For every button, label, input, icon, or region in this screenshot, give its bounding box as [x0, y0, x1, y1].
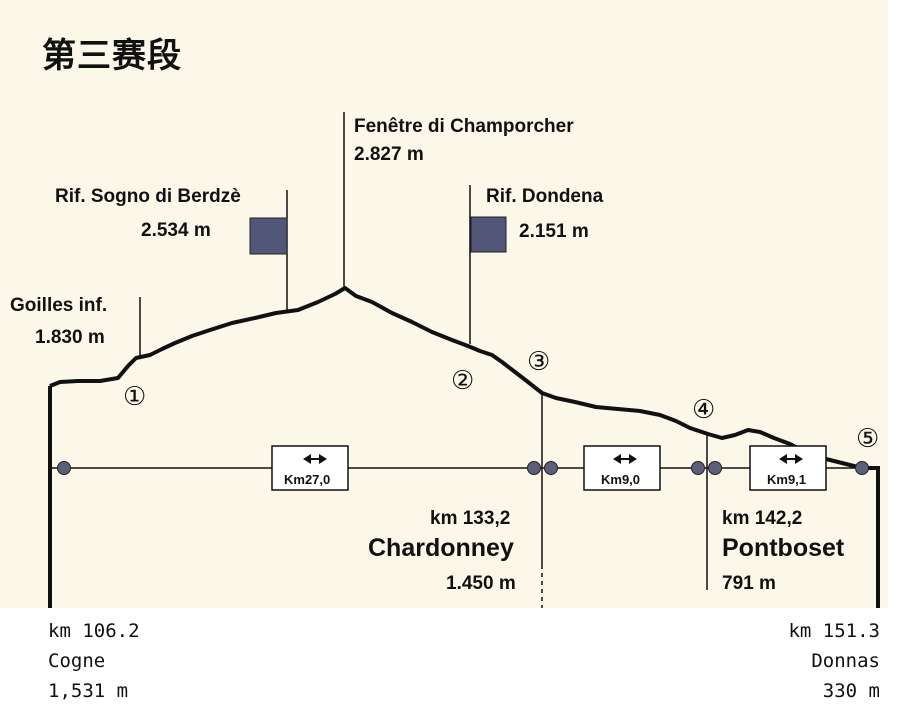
dondena-name: Rif. Dondena: [486, 186, 604, 207]
segment-distance-2: Km9,0: [601, 472, 640, 487]
left-arrow-icon: [303, 454, 311, 464]
checkpoint-4: ④: [692, 395, 715, 425]
left-arrow-icon: [613, 454, 621, 464]
checkpoint-2: ②: [451, 366, 474, 396]
node-start: [57, 461, 71, 475]
right-arrow-icon: [795, 454, 803, 464]
pontboset-name: Pontboset: [722, 534, 845, 562]
node-chardonney-a: [527, 461, 541, 475]
checkpoint-3: ③: [527, 347, 550, 377]
goilles-elevation: 1.830 m: [35, 327, 105, 348]
right-arrow-icon: [319, 454, 327, 464]
node-pontboset-a: [691, 461, 705, 475]
start-info: km 106.2 Cogne 1,531 m: [48, 616, 140, 706]
dondena-elevation: 2.151 m: [519, 221, 589, 242]
dondena-flag: [470, 216, 507, 253]
chardonney-elevation: 1.450 m: [446, 573, 516, 594]
left-arrow-icon: [779, 454, 787, 464]
segment-distance-1: Km27,0: [284, 472, 330, 487]
right-arrow-icon: [629, 454, 637, 464]
finish-km: km 151.3: [788, 620, 880, 642]
start-name: Cogne: [48, 650, 106, 672]
goilles-name: Goilles inf.: [10, 295, 107, 316]
segment-box-2: Km9,0: [583, 445, 661, 491]
sogno-flag: [249, 217, 288, 255]
sogno-elevation: 2.534 m: [141, 220, 211, 241]
checkpoint-1: ①: [123, 382, 146, 412]
segment-box-3: Km9,1: [749, 445, 827, 491]
profile-panel: [0, 0, 888, 608]
start-km: km 106.2: [48, 620, 140, 642]
segment-distance-3: Km9,1: [767, 472, 806, 487]
sogno-name: Rif. Sogno di Berdzè: [55, 186, 241, 207]
pontboset-elevation: 791 m: [722, 573, 776, 594]
elevation-line: [49, 286, 880, 470]
chardonney-km: km 133,2: [430, 508, 510, 529]
pontboset-km: km 142,2: [722, 508, 802, 529]
start-elevation: 1,531 m: [48, 680, 129, 702]
chardonney-name: Chardonney: [368, 534, 514, 562]
fenetre-elevation: 2.827 m: [354, 144, 424, 165]
finish-name: Donnas: [811, 650, 880, 672]
finish-info: km 151.3 Donnas 330 m: [788, 616, 880, 706]
stage-title: 第三赛段: [42, 36, 182, 76]
segment-box-1: Km27,0: [271, 445, 349, 491]
node-finish: [855, 461, 869, 475]
checkpoint-5: ⑤: [856, 424, 879, 454]
node-pontboset-b: [708, 461, 722, 475]
node-chardonney-b: [544, 461, 558, 475]
fenetre-name: Fenêtre di Champorcher: [354, 116, 574, 137]
finish-elevation: 330 m: [822, 680, 880, 702]
